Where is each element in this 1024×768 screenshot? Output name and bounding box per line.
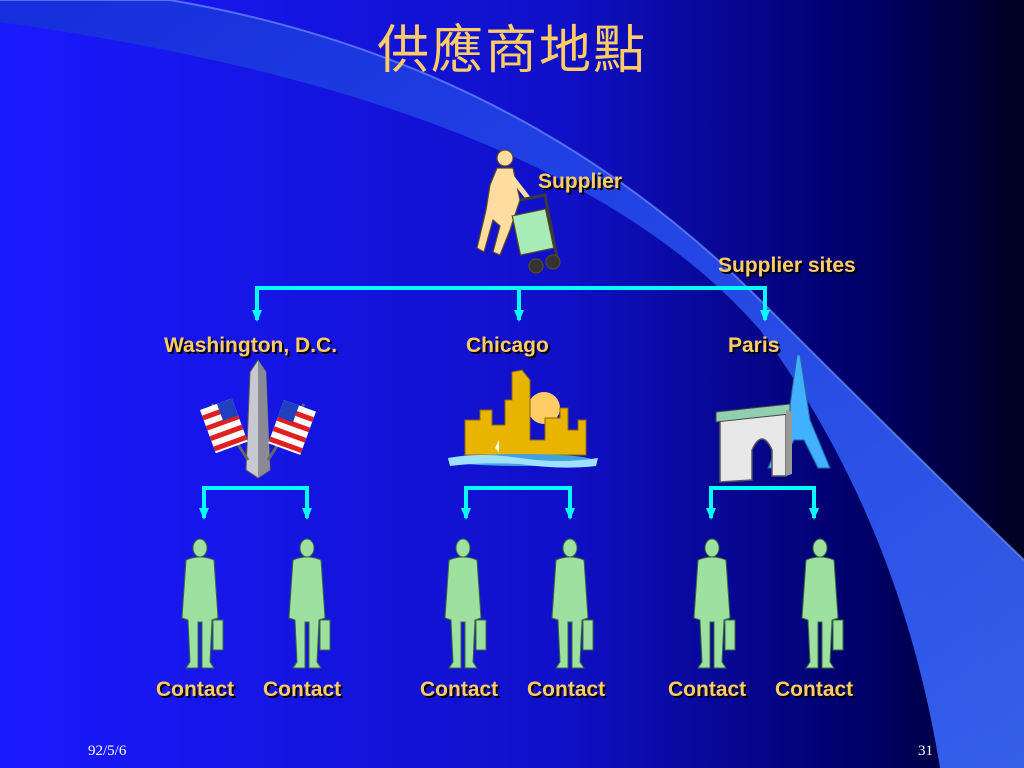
contact-label: Contact [527, 678, 606, 701]
site-label-washington: Washington, D.C. [164, 334, 338, 357]
contact-label: Contact [156, 678, 235, 701]
contact-label: Contact [263, 678, 342, 701]
contact-label: Contact [668, 678, 747, 701]
person-icon [801, 538, 844, 669]
contact-label: Contact [775, 678, 854, 701]
person-icon [693, 538, 736, 669]
contact-label: Contact [420, 678, 499, 701]
supplier-sites-label: Supplier sites [718, 254, 856, 277]
person-icon [288, 538, 331, 669]
supplier-label: Supplier [538, 170, 623, 193]
slide-page-number: 31 [918, 743, 933, 759]
site-label-paris: Paris [728, 334, 780, 357]
slide-date: 92/5/6 [88, 743, 127, 759]
person-icon [551, 538, 594, 669]
person-icon [181, 538, 224, 669]
site-label-chicago: Chicago [466, 334, 549, 357]
slide-title: 供應商地點 [376, 21, 647, 81]
person-icon [444, 538, 487, 669]
